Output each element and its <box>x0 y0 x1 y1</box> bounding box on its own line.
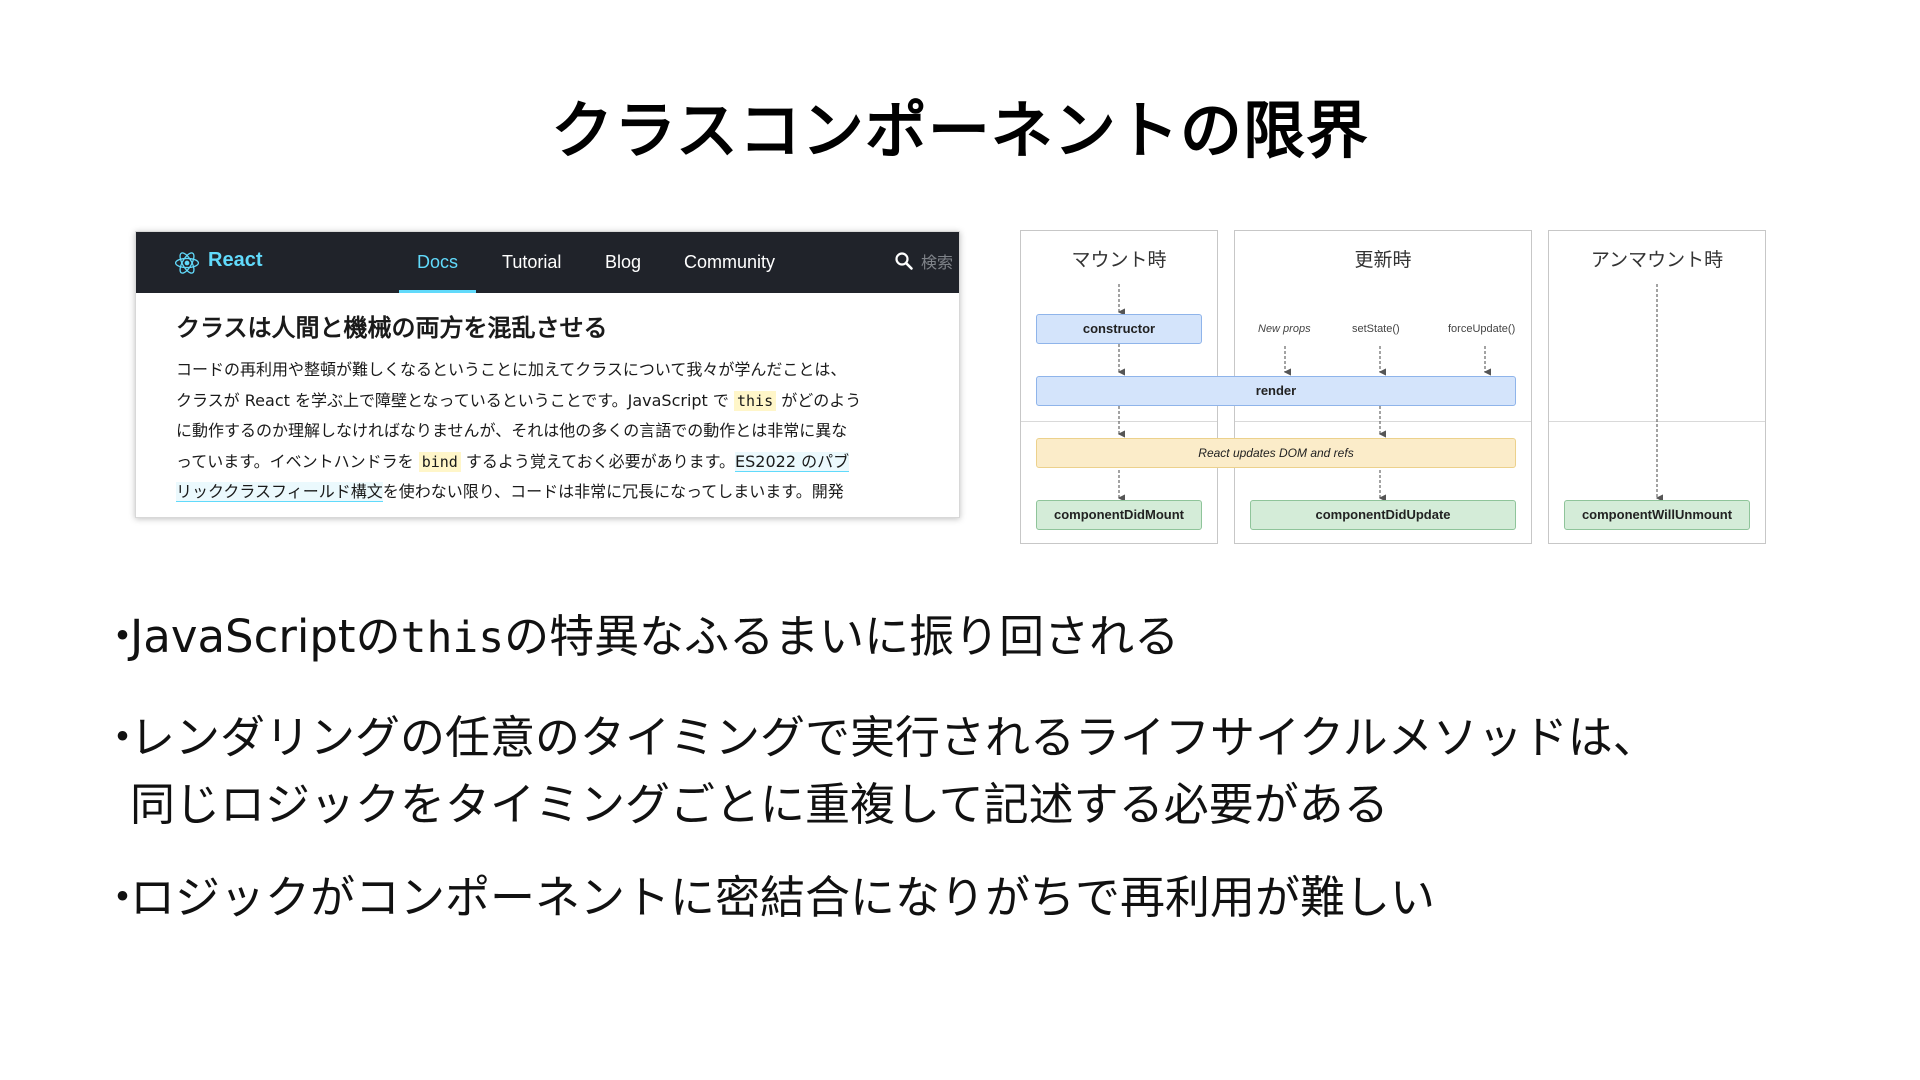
es2022-link[interactable]: ES2022 のパブ <box>735 451 850 472</box>
react-logo-icon[interactable] <box>174 250 200 276</box>
column-title-unmount: アンマウント時 <box>1590 249 1724 271</box>
class-fields-link[interactable]: リッククラスフィールド構文 <box>176 482 383 502</box>
docs-line-4: っています。イベントハンドラを bind するよう覚えておく必要があります。ES… <box>176 447 926 478</box>
docs-line-2-tail: がどのよう <box>776 390 862 410</box>
lifecycle-diagram: マウント時 更新時 アンマウント時 New props setState() f <box>1020 230 1775 546</box>
search-icon[interactable] <box>894 251 914 271</box>
nav-item-docs[interactable]: Docs <box>399 232 477 293</box>
inline-code-this: this <box>400 613 505 663</box>
constructor-box: constructor <box>1036 314 1202 344</box>
render-box: render <box>1036 376 1516 406</box>
docs-line-3: に動作するのか理解しなければなりませんが、それは他の多くの言語での動作とは非常に… <box>176 421 848 440</box>
bullet-marker: ・ <box>100 871 146 924</box>
search-input[interactable]: 検索 <box>921 253 954 272</box>
bullet-2-line-1: レンダリングの任意のタイミングで実行されるライフサイクルメソッドは、 <box>130 711 1658 764</box>
docs-navbar: React Docs Tutorial Blog Community 検索 <box>136 232 959 293</box>
active-nav-underline <box>399 290 477 293</box>
trigger-new-props: New props <box>1258 323 1311 335</box>
lifecycle-arrows <box>1117 284 1663 502</box>
docs-body-text: コードの再利用や整頓が難しくなるということに加えてクラスについて我々が学んだこと… <box>176 355 926 508</box>
docs-line-1: コードの再利用や整頓が難しくなるということに加えてクラスについて我々が学んだこと… <box>176 360 847 379</box>
docs-line-5: リッククラスフィールド構文を使わない限り、コードは非常に冗長になってしまいます。… <box>176 477 926 508</box>
bullet-1-tail: の特異なふるまいに振り回される <box>504 610 1180 663</box>
inline-code-this: this <box>734 390 777 411</box>
component-did-mount-box: componentDidMount <box>1036 500 1202 530</box>
bullet-text: JavaScriptのthisの特異なふるまいに振り回される <box>130 600 1179 665</box>
column-title-mount: マウント時 <box>1071 249 1167 271</box>
bullet-1-text: JavaScriptの <box>130 610 401 663</box>
nav-item-docs-label: Docs <box>417 252 459 272</box>
bullet-marker: ・ <box>100 711 146 764</box>
dom-update-box: React updates DOM and refs <box>1036 438 1516 468</box>
trigger-force-update: forceUpdate() <box>1448 323 1516 335</box>
bullet-marker: ・ <box>100 610 146 663</box>
docs-section-heading: クラスは人間と機械の両方を混乱させる <box>176 314 608 342</box>
bullet-2-line-2: 同じロジックをタイミングごとに重複して記述する必要がある <box>130 778 1389 831</box>
docs-line-4-mid: するよう覚えておく必要があります。 <box>460 451 736 471</box>
docs-line-4-text: っています。イベントハンドラを <box>176 451 419 471</box>
trigger-set-state: setState() <box>1352 323 1400 335</box>
nav-item-community[interactable]: Community <box>684 252 776 272</box>
component-did-update-box: componentDidUpdate <box>1250 500 1516 530</box>
docs-line-2: クラスが React を学ぶ上で障壁となっているということです。JavaScri… <box>176 386 926 417</box>
react-docs-screenshot: React Docs Tutorial Blog Community 検索 クラ… <box>135 231 960 518</box>
bullet-3-text: ロジックがコンポーネントに密結合になりがちで再利用が難しい <box>130 871 1436 924</box>
docs-line-2-text: クラスが React を学ぶ上で障壁となっているということです。JavaScri… <box>176 390 734 410</box>
docs-line-5-tail: を使わない限り、コードは非常に冗長になってしまいます。開発 <box>382 482 844 501</box>
nav-item-blog[interactable]: Blog <box>605 252 642 272</box>
react-brand-link[interactable]: React <box>208 249 263 271</box>
slide-title: クラスコンポーネントの限界 <box>551 94 1369 167</box>
inline-code-bind: bind <box>418 451 461 472</box>
nav-item-tutorial[interactable]: Tutorial <box>502 252 562 272</box>
column-title-update: 更新時 <box>1354 249 1412 271</box>
component-will-unmount-box: componentWillUnmount <box>1564 500 1750 530</box>
